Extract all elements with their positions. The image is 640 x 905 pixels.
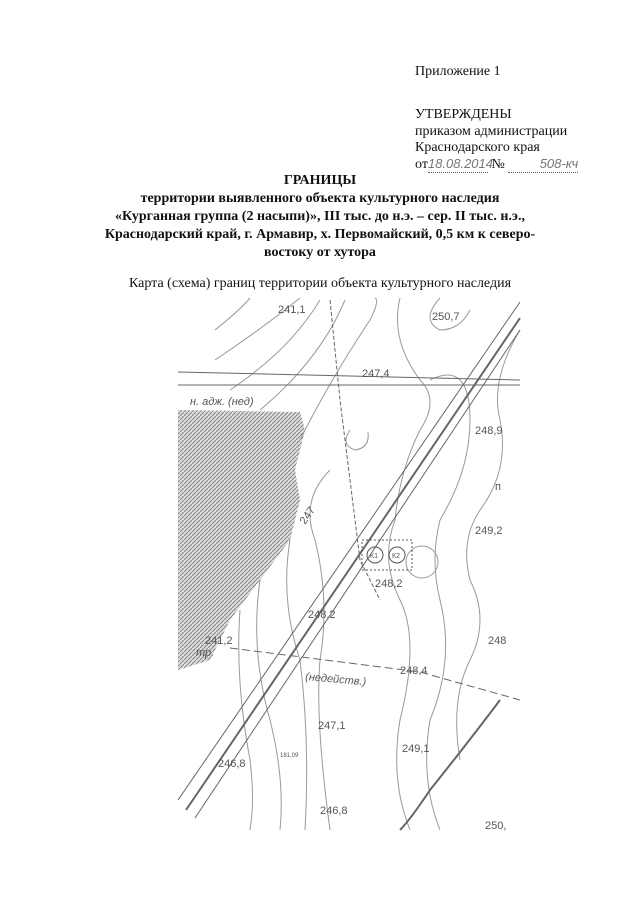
map-label: тр. bbox=[196, 647, 214, 659]
order-date-line: от18.08.2014 № 508-кч bbox=[415, 156, 579, 173]
map-letter-label: п bbox=[495, 481, 501, 493]
approved-label: УТВЕРЖДЕНЫ bbox=[415, 107, 512, 122]
title-line-3: Краснодарский край, г. Армавир, х. Перво… bbox=[104, 227, 536, 242]
height-label: 249,1 bbox=[402, 743, 430, 755]
height-label: 250, bbox=[485, 820, 506, 832]
mound-2-label: К2 bbox=[392, 553, 400, 560]
map-label: 181,09 bbox=[280, 753, 299, 759]
height-label: 246,8 bbox=[320, 805, 348, 817]
order-line-2: Краснодарского края bbox=[415, 140, 540, 155]
date-handwritten: 18.08.2014 bbox=[427, 156, 494, 173]
height-label: 248,2 bbox=[375, 578, 403, 590]
mound-1-label: К1 bbox=[370, 553, 378, 560]
road-label: 247 bbox=[298, 505, 318, 527]
settlement-area bbox=[178, 410, 305, 670]
canal-label: н. адж. (нед) bbox=[190, 396, 254, 408]
height-label: 248,9 bbox=[475, 425, 503, 437]
date-prefix: от bbox=[415, 157, 428, 172]
height-label: 241,1 bbox=[278, 304, 306, 316]
height-label: 248 bbox=[488, 635, 506, 647]
height-label: 248,2 bbox=[308, 609, 336, 621]
height-label: 241,2 bbox=[205, 635, 233, 647]
order-line-1: приказом администрации bbox=[415, 124, 568, 139]
height-label: 247,1 bbox=[318, 720, 346, 732]
document-title: ГРАНИЦЫ bbox=[283, 173, 357, 188]
height-label: 246,8 bbox=[218, 758, 246, 770]
title-line-1: территории выявленного объекта культурно… bbox=[140, 191, 500, 206]
heritage-site-boundary: К1 К2 bbox=[361, 539, 413, 571]
number-prefix: № bbox=[491, 157, 505, 172]
title-line-2: «Курганная группа (2 насыпи)», III тыс. … bbox=[115, 209, 525, 224]
height-label: 250,7 bbox=[432, 311, 460, 323]
number-handwritten: 508-кч bbox=[508, 156, 579, 173]
height-label: 248,4 bbox=[400, 665, 428, 677]
inactive-label: (недейств.) bbox=[305, 671, 367, 688]
height-label: 249,2 bbox=[475, 525, 503, 537]
road-lines bbox=[177, 299, 521, 831]
title-line-4: востоку от хутора bbox=[264, 245, 376, 260]
map-caption: Карта (схема) границ территории объекта … bbox=[128, 276, 512, 291]
height-label: 247,4 bbox=[362, 368, 390, 380]
appendix-label: Приложение 1 bbox=[415, 64, 501, 79]
